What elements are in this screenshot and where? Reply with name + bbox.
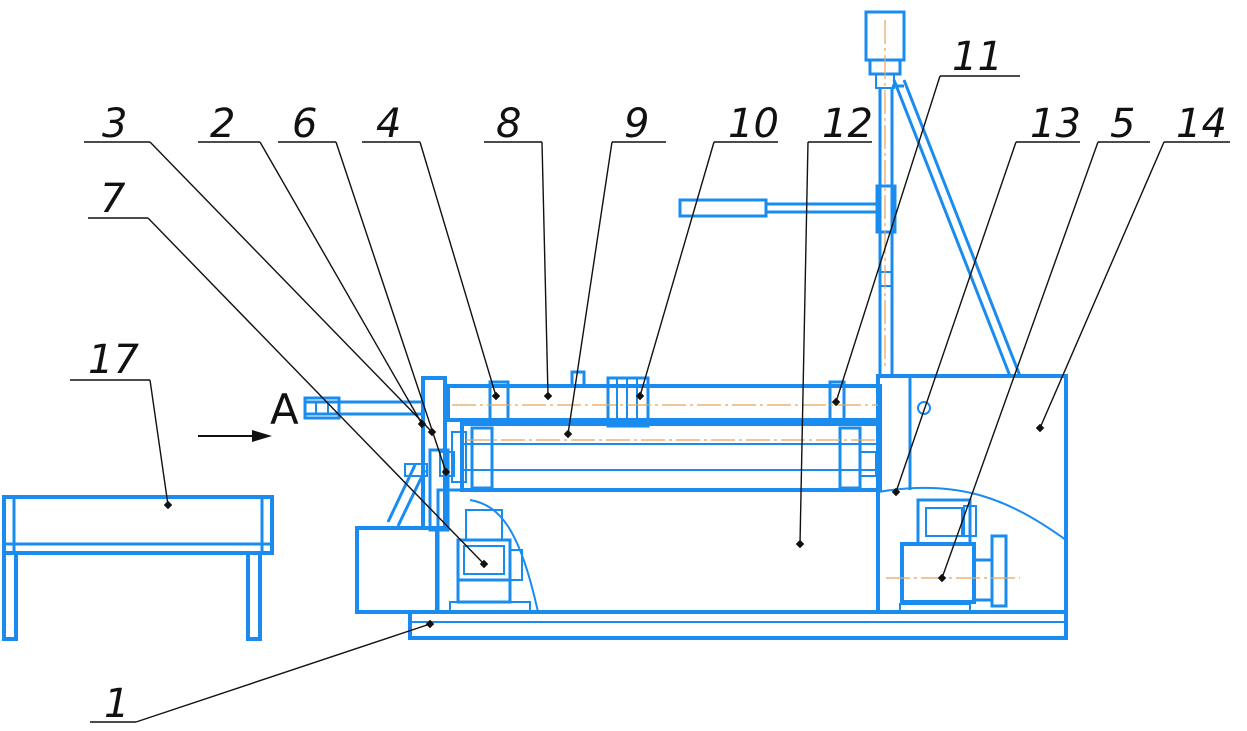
callout-leader: [941, 141, 1099, 579]
callout-point: [479, 559, 489, 569]
view-marker-label: A: [270, 385, 299, 434]
callout-point: [441, 467, 451, 477]
callout-number: 9: [624, 101, 649, 147]
callout-point: [937, 573, 947, 583]
callout-number: 6: [292, 101, 317, 147]
right-motor: [900, 498, 1008, 608]
callout-leader: [419, 141, 497, 397]
callout-8: 8: [484, 101, 553, 401]
callout-point: [635, 391, 645, 401]
left-housing-box: [355, 526, 439, 614]
callout-leader: [1039, 141, 1165, 429]
feed-rod: [303, 396, 425, 420]
callout-3: 3: [84, 101, 437, 437]
callout-leader: [135, 623, 431, 723]
callout-point: [831, 397, 841, 407]
callout-point: [163, 500, 173, 510]
left-side-frame: [386, 376, 455, 532]
callout-5: 5: [937, 101, 1150, 583]
left-drive-assembly: [456, 509, 523, 604]
callout-2: 2: [198, 101, 427, 429]
callout-leader: [799, 141, 809, 545]
callout-13: 13: [891, 101, 1081, 497]
callout-point: [1035, 423, 1045, 433]
callout-leader: [259, 141, 423, 425]
callout-1: 1: [90, 619, 435, 727]
callout-number: 14: [1176, 101, 1227, 147]
callout-9: 9: [563, 101, 666, 439]
machine: [2, 10, 1068, 641]
callout-number: 2: [210, 101, 235, 147]
callout-10: 10: [635, 101, 779, 401]
callout-14: 14: [1035, 101, 1230, 433]
callout-number: 17: [88, 337, 139, 383]
callout-leader: [541, 141, 549, 397]
callout-leader: [335, 141, 447, 473]
center-lines: [452, 20, 1020, 579]
callout-number: 10: [728, 101, 779, 147]
base-frame: [408, 601, 1068, 640]
callout-leader: [149, 141, 433, 433]
lower-roll: [451, 422, 882, 492]
callout-number: 3: [102, 101, 127, 147]
column-cylinder: [678, 198, 877, 218]
callout-layer: 17 7 3 2 6 4 8 9 10 12 11 13 5 14 1: [70, 34, 1230, 727]
callout-point: [543, 391, 553, 401]
view-arrow: [198, 430, 272, 442]
callout-12: 12: [795, 101, 873, 549]
callout-leader: [567, 141, 613, 435]
callout-leader: [835, 75, 941, 403]
callout-number: 7: [100, 176, 126, 222]
callout-leader: [149, 379, 169, 506]
callout-point: [563, 429, 573, 439]
callout-point: [491, 391, 501, 401]
callout-7: 7: [88, 176, 489, 569]
upper-roll: [446, 370, 882, 426]
callout-number: 13: [1030, 101, 1081, 147]
callout-number: 1: [104, 681, 129, 727]
callout-point: [891, 487, 901, 497]
callout-point: [425, 619, 435, 629]
callout-number: 8: [496, 101, 521, 147]
callout-11: 11: [831, 34, 1020, 407]
callout-number: 11: [952, 34, 1003, 80]
callout-leader: [639, 141, 715, 397]
callout-4: 4: [362, 101, 501, 401]
callout-leader: [147, 217, 485, 565]
right-housing: [876, 374, 1068, 614]
callout-point: [795, 539, 805, 549]
callout-number: 5: [1110, 101, 1135, 147]
callout-number: 12: [822, 101, 873, 147]
feed-table: [2, 495, 274, 641]
callout-6: 6: [278, 101, 451, 477]
callout-leader: [895, 141, 1017, 493]
callout-number: 4: [376, 101, 401, 147]
callout-point: [417, 419, 427, 429]
callout-17: 17: [70, 337, 173, 510]
